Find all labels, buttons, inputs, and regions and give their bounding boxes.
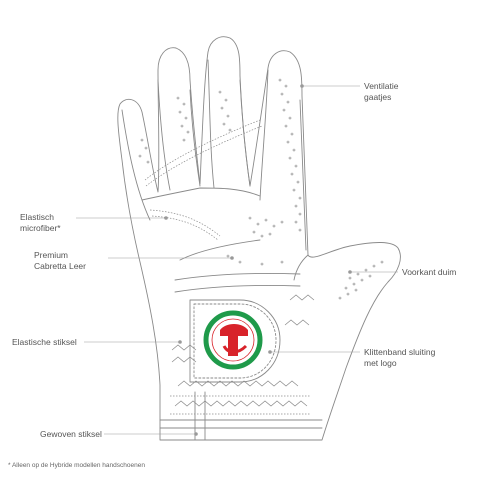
stitch-lines (144, 119, 310, 415)
logo-mark-icon (220, 324, 248, 356)
label-velcro-closure: Klittenband sluiting met logo (364, 347, 436, 368)
label-elastic-stitch: Elastische stiksel (12, 337, 77, 347)
ventilation-holes (138, 78, 384, 300)
elastic-zigzag (171, 294, 315, 407)
footnote: * Alleen op de Hybride modellen handscho… (8, 462, 145, 469)
label-woven-stitch: Gewoven stiksel (40, 429, 102, 439)
leader-lines (76, 84, 398, 436)
label-thumb-front: Voorkant duim (402, 267, 457, 277)
glove-outline (117, 36, 401, 441)
logo-badge (203, 310, 263, 370)
label-premium-cabretta: Premium Cabretta Leer (34, 250, 86, 271)
label-ventilation-holes: Ventilatie gaatjes (364, 81, 399, 102)
label-elastic-microfiber: Elastisch microfiber* (20, 212, 61, 233)
